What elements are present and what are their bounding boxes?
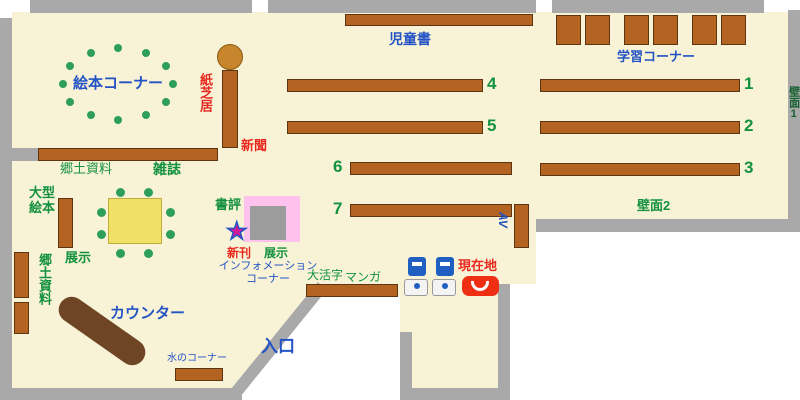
- wall-right: [788, 10, 800, 232]
- label-information-corner: インフォメーション コーナー: [216, 260, 320, 285]
- shelf-kamishibai: [222, 70, 238, 148]
- chair-dot: [97, 208, 106, 217]
- seat-dot: [66, 98, 74, 106]
- fixture-dot: [442, 283, 448, 289]
- study-desk: [653, 15, 678, 45]
- machine-icon: [408, 257, 426, 276]
- shelf-local-materials-a: [14, 252, 29, 298]
- shelf-7: [350, 204, 512, 217]
- shelf-number-5: 5: [487, 116, 497, 135]
- label-wall-1: 壁面1: [787, 86, 800, 120]
- chair-dot: [166, 208, 175, 217]
- shelf-2: [540, 121, 740, 134]
- shelf-number-1: 1: [744, 74, 754, 93]
- label-book-review: 書評: [215, 197, 242, 212]
- label-new-books: 新刊: [227, 246, 252, 260]
- seat-dot: [59, 80, 67, 88]
- label-water-corner: 水のコーナー: [167, 353, 227, 364]
- label-kamishibai: 紙芝居: [197, 73, 213, 112]
- study-desk: [556, 15, 581, 45]
- label-information-line2: コーナー: [246, 272, 290, 285]
- wall-bottom-left: [0, 388, 242, 400]
- fixture-icon: [404, 279, 428, 296]
- chair-dot: [116, 249, 125, 258]
- reading-table: [108, 198, 162, 244]
- shelf-5: [287, 121, 483, 134]
- shelf-manga-largeprint: [306, 284, 398, 297]
- wall-corridor-right: [498, 284, 510, 400]
- shelf-childrens-wall: [345, 14, 533, 26]
- fixture-dot: [414, 283, 420, 289]
- shelf-local-materials-b: [14, 302, 29, 334]
- label-av: AV: [495, 212, 510, 228]
- round-table: [217, 44, 243, 70]
- study-desk: [721, 15, 746, 45]
- study-desk: [585, 15, 610, 45]
- shelf-number-4: 4: [487, 74, 497, 93]
- wall-left-stub: [12, 148, 38, 161]
- shelf-6: [350, 162, 512, 175]
- new-books-star-icon: ★: [225, 218, 248, 245]
- shelf-water-corner: [175, 368, 223, 381]
- wall-left: [0, 18, 12, 388]
- seat-dot: [87, 49, 95, 57]
- machine-icon: [436, 257, 454, 276]
- chair-dot: [97, 230, 106, 239]
- marker-detail: [471, 281, 489, 291]
- chair-dot: [144, 249, 153, 258]
- seat-dot: [87, 111, 95, 119]
- label-large-print: 大活字: [307, 268, 344, 282]
- label-local-materials-top: 郷土資料: [60, 161, 113, 176]
- label-childrens-books: 児童書: [389, 31, 431, 47]
- label-study-corner: 学習コーナー: [617, 49, 696, 64]
- shelf-number-2: 2: [744, 116, 754, 135]
- label-current-location: 現在地: [458, 258, 498, 273]
- machine-slot: [440, 262, 450, 266]
- seat-dot: [142, 49, 150, 57]
- shelf-number-7: 7: [333, 199, 343, 218]
- seat-dot: [162, 62, 170, 70]
- wall-top-left: [30, 0, 252, 13]
- wall-top-right: [552, 0, 764, 13]
- seat-dot: [114, 44, 122, 52]
- label-large-picturebooks: 大型絵本: [29, 185, 56, 215]
- current-location-marker: [462, 276, 499, 296]
- shelf-4: [287, 79, 483, 92]
- shelf-1: [540, 79, 740, 92]
- shelf-number-6: 6: [333, 157, 343, 176]
- shelf-west-long: [38, 148, 218, 161]
- study-desk: [692, 15, 717, 45]
- label-newspaper: 新聞: [241, 138, 268, 153]
- label-wall-2: 壁面2: [637, 198, 671, 213]
- seat-dot: [66, 62, 74, 70]
- study-desk: [624, 15, 649, 45]
- wall-corridor-left: [400, 332, 412, 388]
- label-local-materials-left: 郷土資料: [36, 253, 52, 305]
- seat-dot: [114, 116, 122, 124]
- shelf-number-3: 3: [744, 158, 754, 177]
- label-display-left: 展示: [65, 250, 92, 265]
- wall-top-middle: [268, 0, 536, 13]
- fixture-icon: [432, 279, 456, 296]
- label-manga: マンガ: [345, 270, 382, 284]
- seat-dot: [169, 80, 177, 88]
- machine-slot: [412, 262, 422, 266]
- seat-dot: [162, 98, 170, 106]
- display-case: [250, 206, 286, 240]
- label-information-line1: インフォメーション: [218, 260, 318, 272]
- label-display-center: 展示: [264, 246, 289, 260]
- chair-dot: [144, 188, 153, 197]
- seat-dot: [142, 111, 150, 119]
- label-magazines: 雑誌: [153, 161, 181, 177]
- wall-rightroom-bottom: [536, 219, 788, 232]
- shelf-av: [514, 204, 529, 248]
- chair-dot: [116, 188, 125, 197]
- chair-dot: [166, 230, 175, 239]
- label-picturebook-corner: 絵本コーナー: [72, 75, 163, 92]
- label-counter: カウンター: [110, 305, 186, 322]
- shelf-large-picturebooks: [58, 198, 73, 248]
- shelf-3: [540, 163, 740, 176]
- label-entrance: 入口: [261, 337, 295, 356]
- wall-corridor-bottom: [400, 388, 510, 400]
